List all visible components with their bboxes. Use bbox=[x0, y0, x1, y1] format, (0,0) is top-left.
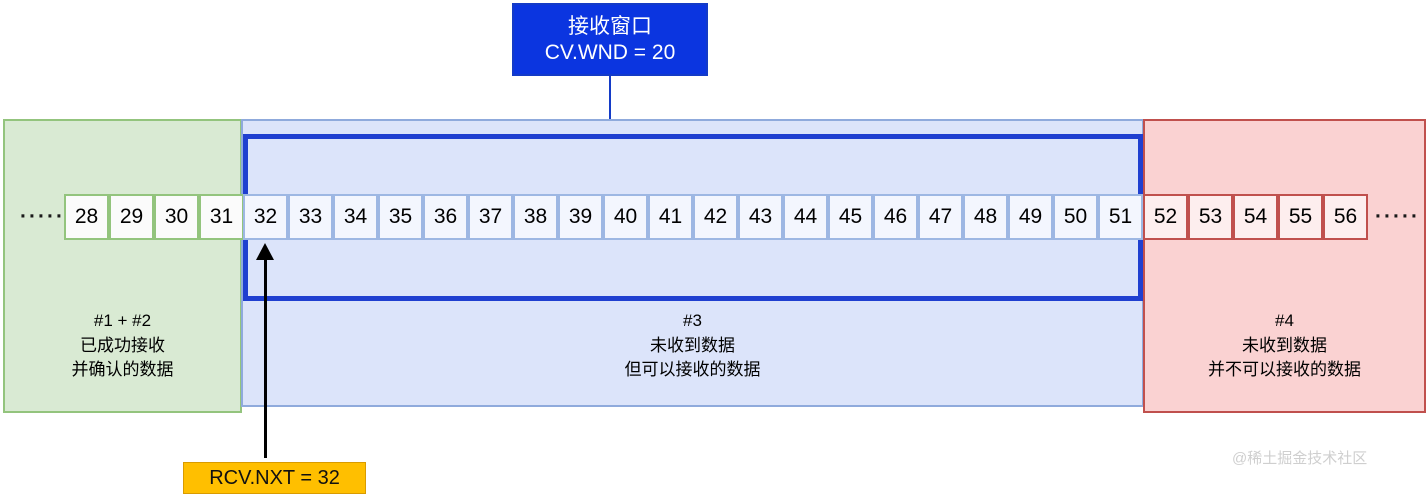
caption-line: 未收到数据 bbox=[1242, 335, 1327, 355]
rcv-nxt-arrow-head-icon bbox=[256, 243, 274, 260]
sequence-cell: 37 bbox=[468, 194, 513, 240]
left-ellipsis: ····· bbox=[20, 205, 65, 228]
callout-title: 接收窗口 bbox=[568, 14, 652, 38]
sequence-cell: 43 bbox=[738, 194, 783, 240]
caption-not-receivable: #4 未收到数据 并不可以接收的数据 bbox=[1143, 309, 1426, 383]
sequence-cell: 54 bbox=[1233, 194, 1278, 240]
sequence-cell: 28 bbox=[64, 194, 109, 240]
sequence-cell: 47 bbox=[918, 194, 963, 240]
sequence-cell: 41 bbox=[648, 194, 693, 240]
caption-line: #4 bbox=[1275, 311, 1294, 330]
sequence-cell: 42 bbox=[693, 194, 738, 240]
callout-value: CV.WND = 20 bbox=[544, 40, 676, 64]
sequence-cell: 35 bbox=[378, 194, 423, 240]
watermark: @稀土掘金技术社区 bbox=[1232, 450, 1368, 467]
sequence-cell: 40 bbox=[603, 194, 648, 240]
sequence-cell: 38 bbox=[513, 194, 558, 240]
region-receivable bbox=[241, 119, 1144, 407]
region-acked bbox=[3, 119, 242, 413]
sequence-cell: 31 bbox=[199, 194, 244, 240]
sequence-cells-acked: 28 29 30 31 bbox=[64, 194, 244, 240]
sequence-cell: 51 bbox=[1098, 194, 1143, 240]
sequence-cell: 30 bbox=[154, 194, 199, 240]
caption-line: 已成功接收 bbox=[80, 335, 165, 355]
caption-acked: #1 + #2 已成功接收 并确认的数据 bbox=[3, 309, 242, 383]
sequence-cell: 45 bbox=[828, 194, 873, 240]
sequence-cell: 32 bbox=[243, 194, 288, 240]
sequence-cell: 55 bbox=[1278, 194, 1323, 240]
region-not-receivable bbox=[1143, 119, 1426, 413]
sequence-cell: 53 bbox=[1188, 194, 1233, 240]
sequence-cell: 52 bbox=[1143, 194, 1188, 240]
caption-line: 并不可以接收的数据 bbox=[1208, 360, 1361, 380]
caption-receivable: #3 未收到数据 但可以接收的数据 bbox=[241, 309, 1144, 383]
callout-arrow-line bbox=[609, 76, 611, 126]
sequence-cell: 56 bbox=[1323, 194, 1368, 240]
caption-line: #1 + #2 bbox=[93, 311, 152, 330]
sequence-cell: 49 bbox=[1008, 194, 1053, 240]
caption-line: 未收到数据 bbox=[650, 335, 735, 355]
rcv-nxt-label: RCV.NXT = 32 bbox=[183, 462, 366, 494]
caption-line: 但可以接收的数据 bbox=[624, 360, 761, 380]
sequence-cell: 39 bbox=[558, 194, 603, 240]
sequence-cell: 34 bbox=[333, 194, 378, 240]
sequence-cell: 33 bbox=[288, 194, 333, 240]
right-ellipsis: ····· bbox=[1375, 205, 1420, 228]
sequence-cells-receivable: 32 33 34 35 36 37 38 39 40 41 42 43 44 4… bbox=[243, 194, 1143, 240]
receive-window-callout: 接收窗口 CV.WND = 20 bbox=[512, 3, 708, 76]
sequence-cell: 36 bbox=[423, 194, 468, 240]
caption-line: #3 bbox=[683, 311, 702, 330]
caption-line: 并确认的数据 bbox=[71, 360, 174, 380]
sequence-cells-not-receivable: 52 53 54 55 56 bbox=[1143, 194, 1368, 240]
sequence-cell: 50 bbox=[1053, 194, 1098, 240]
rcv-nxt-arrow-line bbox=[264, 258, 267, 458]
sequence-cell: 44 bbox=[783, 194, 828, 240]
sequence-cell: 46 bbox=[873, 194, 918, 240]
sequence-cell: 29 bbox=[109, 194, 154, 240]
sequence-cell: 48 bbox=[963, 194, 1008, 240]
